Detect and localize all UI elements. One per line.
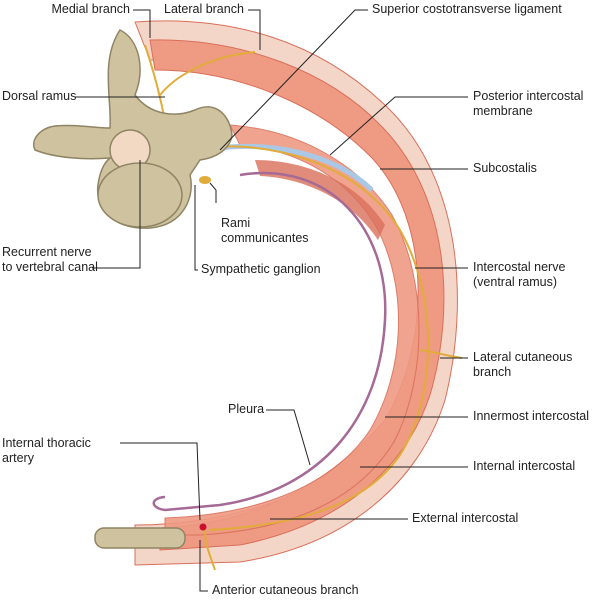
label-superior-costotransverse-ligament: Superior costotransverse ligament — [372, 2, 562, 16]
label-medial-branch: Medial branch — [51, 2, 130, 16]
label-lateral-branch: Lateral branch — [164, 2, 244, 16]
label-external-intercostal: External intercostal — [412, 511, 519, 525]
sympathetic-ganglion — [199, 176, 211, 184]
leader-lines — [75, 9, 468, 592]
label-innermost-intercostal: Innermost intercostal — [473, 409, 590, 423]
anterior-cutaneous-branch-nerve — [204, 529, 216, 571]
costal-cartilage — [94, 527, 186, 549]
label-internal-thoracic-artery: Internal thoracic artery — [2, 436, 91, 465]
pleura-line — [152, 171, 387, 512]
subcostalis-layer — [255, 160, 385, 240]
label-rami-communicantes: Rami communicantes — [221, 216, 309, 245]
intercostal-nerve — [179, 145, 430, 531]
external-intercostal-layer — [149, 39, 445, 551]
internal-thoracic-artery-dot — [199, 523, 207, 531]
label-dorsal-ramus: Dorsal ramus — [2, 89, 77, 103]
label-lateral-cutaneous-branch: Lateral cutaneous branch — [473, 350, 573, 379]
label-sympathetic-ganglion: Sympathetic ganglion — [201, 262, 321, 276]
label-posterior-intercostal-membrane: Posterior intercostal membrane — [473, 89, 584, 118]
label-subcostalis: Subcostalis — [473, 161, 537, 175]
label-recurrent-nerve: Recurrent nerve to vertebral canal — [2, 245, 98, 274]
lateral-cutaneous-branch-nerve — [419, 349, 463, 359]
label-internal-intercostal: Internal intercostal — [473, 459, 576, 473]
label-pleura: Pleura — [228, 402, 265, 416]
label-anterior-cutaneous-branch: Anterior cutaneous branch — [212, 583, 359, 597]
label-intercostal-nerve: Intercostal nerve (ventral ramus) — [473, 260, 566, 289]
